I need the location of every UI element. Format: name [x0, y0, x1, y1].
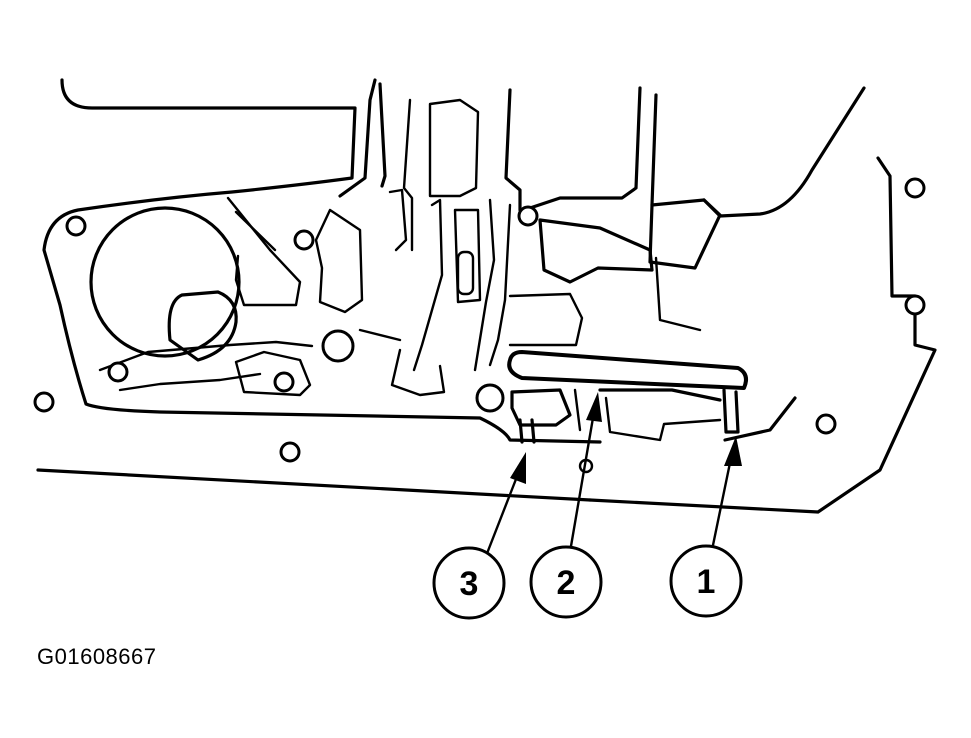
- bolt-hole: [517, 205, 539, 227]
- bolt-hole: [293, 229, 315, 251]
- arrowhead-3: [510, 452, 526, 484]
- callout-label-3: 3: [460, 565, 479, 603]
- bolt-hole: [65, 215, 87, 237]
- valve-body: [36, 78, 722, 502]
- bolt-holes: [33, 177, 926, 474]
- retaining-clip: [507, 350, 748, 444]
- callout-1: 1: [669, 544, 743, 618]
- bolt-hole: [107, 361, 129, 383]
- callout-label-2: 2: [557, 564, 576, 602]
- transmission-case: [588, 86, 937, 514]
- leader-line-2: [568, 410, 596, 554]
- bolt-hole: [815, 413, 837, 435]
- callout-label-1: 1: [697, 563, 716, 601]
- arrowhead-1: [724, 436, 742, 466]
- bolt-hole: [273, 371, 295, 393]
- leader-arrows: [484, 392, 742, 558]
- bolt-hole: [475, 383, 505, 413]
- bolt-hole: [321, 329, 355, 363]
- callout-2: 2: [529, 545, 603, 619]
- callout-3: 3: [432, 546, 506, 620]
- bolt-hole: [279, 441, 301, 463]
- leader-line-3: [484, 472, 520, 558]
- bolt-hole: [904, 177, 926, 199]
- figure-code: G01608667: [37, 644, 157, 669]
- bolt-hole: [33, 391, 55, 413]
- bolt-hole: [904, 294, 926, 316]
- leader-line-1: [710, 456, 733, 552]
- arrowhead-2: [586, 392, 602, 422]
